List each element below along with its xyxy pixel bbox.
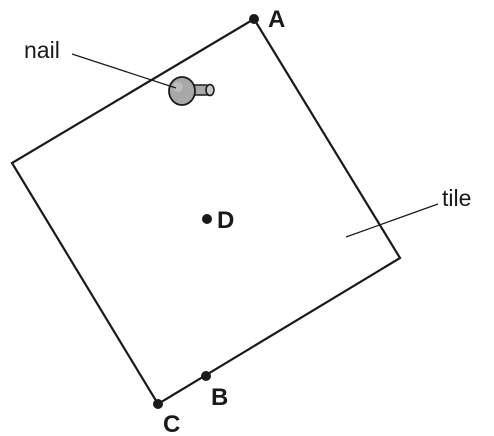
tile-outline (10, 17, 402, 406)
point-c-dot (153, 399, 163, 409)
point-c-label: C (163, 411, 180, 436)
point-a-label: A (268, 6, 285, 33)
nail-icon (168, 76, 215, 106)
nail-label: nail (24, 37, 60, 63)
point-b-dot (201, 371, 211, 381)
nail-leader-line (71, 53, 177, 89)
tile-leader-line (345, 203, 439, 238)
point-d-dot (202, 214, 212, 224)
point-d-label: D (217, 207, 234, 234)
point-b-label: B (211, 384, 228, 411)
point-a-dot (249, 14, 259, 24)
tile-label: tile (442, 185, 471, 211)
